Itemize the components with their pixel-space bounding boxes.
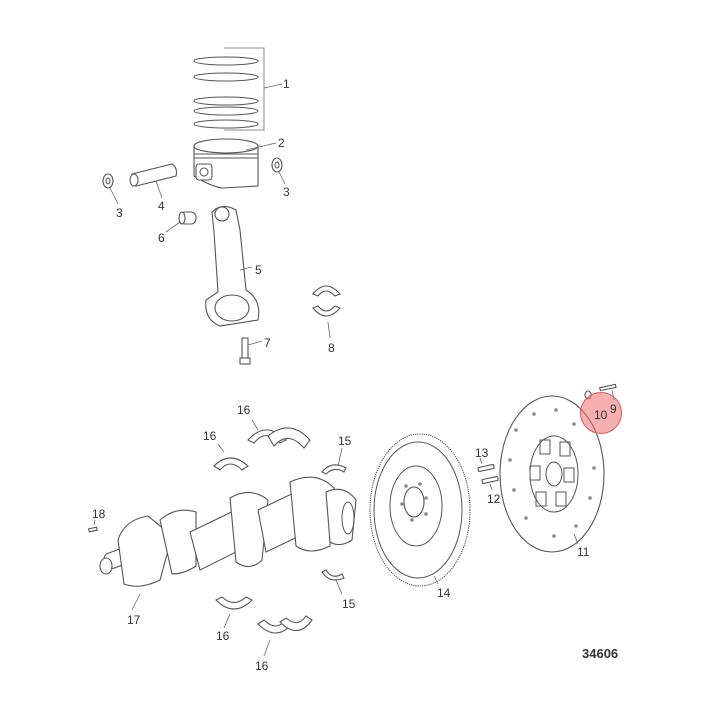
flywheel-bolts <box>477 457 499 491</box>
callout-13[interactable]: 13 <box>475 446 489 460</box>
callout-3-left[interactable]: 3 <box>116 206 123 220</box>
rod-bearing <box>312 285 341 339</box>
callout-1[interactable]: 1 <box>283 77 290 91</box>
piston <box>193 138 277 189</box>
callout-8[interactable]: 8 <box>328 341 335 355</box>
crankshaft-key <box>88 519 98 533</box>
callout-16-c[interactable]: 16 <box>216 629 230 643</box>
bushing <box>165 211 197 233</box>
callout-16-d[interactable]: 16 <box>255 659 269 673</box>
retainers <box>102 157 286 205</box>
flywheel <box>369 433 471 587</box>
callout-9[interactable]: 9 <box>610 402 617 416</box>
damper-plate <box>499 395 605 553</box>
callout-6[interactable]: 6 <box>158 231 165 245</box>
callout-4[interactable]: 4 <box>158 199 165 213</box>
callout-11[interactable]: 11 <box>577 545 590 559</box>
piston-rings <box>193 47 283 131</box>
callout-15-upper[interactable]: 15 <box>338 434 352 448</box>
piston-pin <box>129 163 178 199</box>
callout-12[interactable]: 12 <box>487 492 501 506</box>
callout-15-lower[interactable]: 15 <box>342 597 356 611</box>
callout-2[interactable]: 2 <box>278 136 285 150</box>
callout-3-right[interactable]: 3 <box>283 185 290 199</box>
crankshaft <box>99 476 357 611</box>
diagram-reference-number: 34606 <box>582 646 619 661</box>
callout-18[interactable]: 18 <box>92 507 106 521</box>
rod-bolt <box>239 337 263 365</box>
callout-7[interactable]: 7 <box>264 336 271 350</box>
callout-5[interactable]: 5 <box>255 263 262 277</box>
main-bearings <box>213 419 313 657</box>
callout-16-b[interactable]: 16 <box>203 429 217 443</box>
callout-17[interactable]: 17 <box>127 613 141 627</box>
callout-10[interactable]: 10 <box>594 408 608 422</box>
connecting-rod <box>205 205 260 327</box>
callout-14[interactable]: 14 <box>437 586 451 600</box>
highlighted-callout-circle[interactable] <box>580 392 622 434</box>
callout-16-a[interactable]: 16 <box>237 403 251 417</box>
thrust-washers <box>321 447 347 595</box>
